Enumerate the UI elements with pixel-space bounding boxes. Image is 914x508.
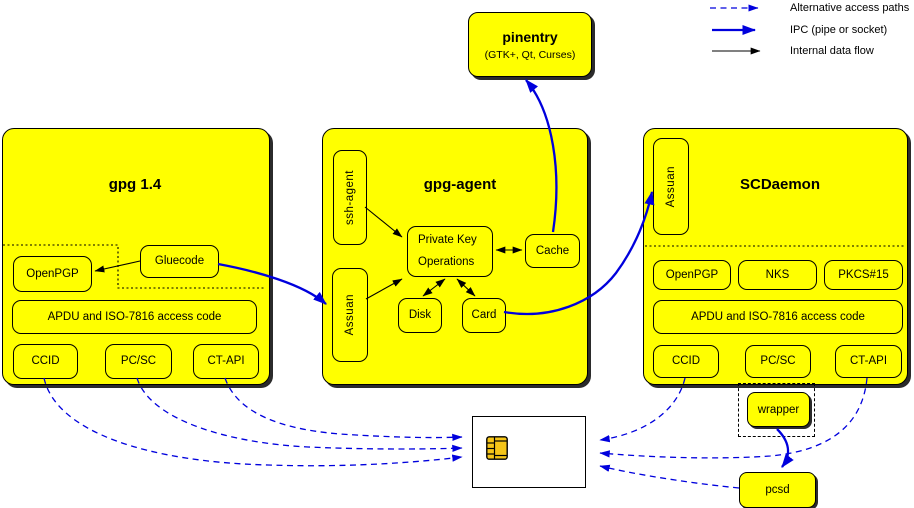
pinentry-subtitle: (GTK+, Qt, Curses) — [484, 48, 576, 61]
scdaemon-title: SCDaemon — [739, 176, 821, 193]
legend-alternative-access-label: Alternative access paths — [790, 2, 910, 14]
gpg14-ccid-node: CCID — [13, 344, 78, 379]
pcsd-node: pcsd — [739, 472, 816, 508]
gpg-agent-title: gpg-agent — [423, 176, 497, 193]
smartcard — [472, 416, 586, 488]
pinentry-box: pinentry (GTK+, Qt, Curses) — [468, 12, 592, 77]
scdaemon-pkcs15-node: PKCS#15 — [824, 260, 903, 290]
gpg14-title: gpg 1.4 — [108, 176, 162, 193]
scdaemon-assuan-label: Assuan — [664, 165, 677, 208]
gpg-agent-assuan-node: Assuan — [332, 268, 368, 362]
gpg-agent-assuan-label: Assuan — [343, 294, 356, 336]
private-key-operations-line2: Operations — [418, 256, 475, 268]
gpg14-ccid-to-card-path — [43, 377, 463, 467]
legend-internal-flow-label: Internal data flow — [790, 45, 874, 57]
legend-ipc-label: IPC (pipe or socket) — [790, 24, 888, 36]
scdaemon-ctapi-to-card-path — [599, 377, 868, 459]
pinentry-title: pinentry — [502, 28, 558, 45]
scdaemon-assuan-node: Assuan — [653, 138, 689, 235]
scdaemon-ccid-to-card-path — [599, 377, 686, 443]
gpg14-ctapi-to-card-path — [224, 377, 463, 442]
gpg-agent-disk-node: Disk — [398, 298, 442, 333]
gpg14-pcsc-node: PC/SC — [105, 344, 172, 379]
scdaemon-pcsc-node: PC/SC — [745, 345, 811, 378]
gpg-agent-card-node: Card — [462, 298, 506, 333]
wrapper-node: wrapper — [747, 392, 810, 427]
private-key-operations-node: Private Key Operations — [407, 226, 493, 277]
scdaemon-ctapi-node: CT-API — [835, 345, 902, 378]
smartcard-chip-icon — [486, 436, 508, 460]
gpg14-ctapi-node: CT-API — [193, 344, 259, 379]
gpg-agent-cache-node: Cache — [525, 234, 580, 268]
ssh-agent-label: ssh-agent — [343, 169, 356, 225]
gpg14-openpgp-node: OpenPGP — [13, 256, 92, 292]
gpg14-pcsc-to-card-path — [136, 377, 463, 452]
scdaemon-nks-node: NKS — [738, 260, 817, 290]
private-key-operations-line1: Private Key — [418, 234, 477, 246]
scdaemon-ccid-node: CCID — [653, 345, 719, 378]
scdaemon-apdu-node: APDU and ISO-7816 access code — [653, 300, 903, 334]
gpg14-gluecode-node: Gluecode — [140, 245, 219, 278]
gpg-agent-ssh-agent-node: ssh-agent — [333, 150, 367, 245]
gpg14-apdu-node: APDU and ISO-7816 access code — [12, 300, 257, 334]
pcsd-to-card-path — [599, 464, 740, 489]
scdaemon-openpgp-node: OpenPGP — [653, 260, 731, 290]
